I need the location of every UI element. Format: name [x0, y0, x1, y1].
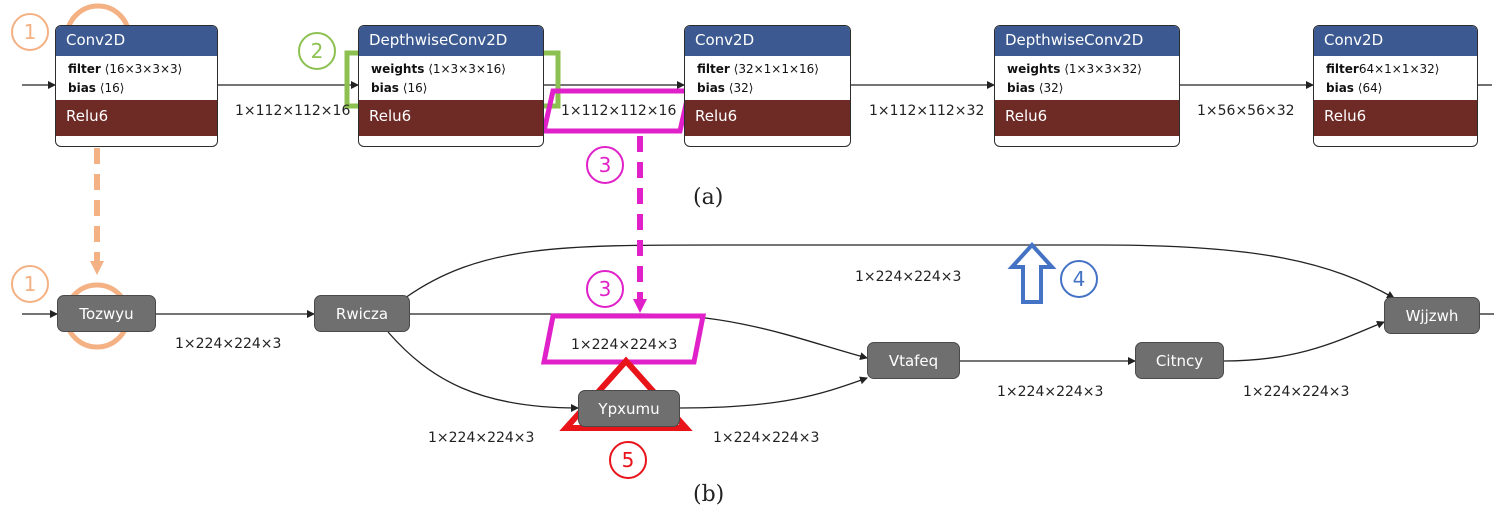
edge-label-ypxumu-vtafeq: 1×224×224×3 [713, 430, 820, 446]
edge-ypxumu-vtafeq [679, 376, 868, 409]
edge-label-rwicza-ypxumu: 1×224×224×3 [428, 430, 535, 446]
param-value: 64×1×1×32⟩ [1358, 62, 1440, 76]
marker3-badge-bottom: 3 [586, 270, 624, 308]
node-activation: Relu6 [359, 100, 543, 136]
param-key: filter [1326, 62, 1359, 76]
top-node-conv2d-1[interactable]: Conv2D filter ⟨16×3×3×3⟩ bias ⟨16⟩ Relu6 [55, 25, 218, 147]
node-title: Conv2D [685, 26, 850, 56]
param-key: filter [697, 62, 730, 76]
edge-rwicza-wjjzwh [404, 244, 1395, 299]
marker3-box-top [540, 88, 693, 134]
node-rwicza[interactable]: Rwicza [314, 295, 410, 332]
node-activation: Relu6 [995, 100, 1179, 136]
edge-label-citncy-wjjzwh: 1×224×224×3 [1243, 384, 1350, 400]
param-value: ⟨16⟩ [99, 81, 125, 95]
param-value: ⟨32⟩ [1038, 81, 1064, 95]
node-params: filter ⟨32×1×1×16⟩ bias ⟨32⟩ [685, 56, 850, 100]
marker1-badge-top: 1 [11, 13, 49, 51]
node-activation: Relu6 [56, 100, 217, 136]
caption-a: (a) [693, 185, 724, 210]
param-key: bias [1007, 81, 1035, 95]
node-vtafeq[interactable]: Vtafeq [867, 342, 960, 379]
node-activation: Relu6 [685, 100, 850, 136]
node-title: DepthwiseConv2D [995, 26, 1179, 56]
top-node-depthwiseconv2d-1[interactable]: DepthwiseConv2D weights ⟨1×3×3×16⟩ bias … [358, 25, 544, 147]
top-edge-label-2: 1×112×112×16 [561, 103, 677, 119]
param-key: filter [68, 62, 101, 76]
edge-label-vtafeq-citncy: 1×224×224×3 [997, 384, 1104, 400]
node-ypxumu[interactable]: Ypxumu [578, 390, 680, 427]
param-key: bias [371, 81, 399, 95]
param-value: ⟨16×3×3×3⟩ [104, 62, 183, 76]
top-edge-label-3: 1×112×112×32 [869, 103, 985, 119]
marker4-badge: 4 [1060, 260, 1098, 298]
node-tozwyu[interactable]: Tozwyu [57, 295, 156, 332]
param-value: ⟨16⟩ [402, 81, 428, 95]
edge-label-tozwyu-rwicza: 1×224×224×3 [175, 336, 282, 352]
marker1-badge-bottom: 1 [11, 265, 49, 303]
top-node-conv2d-3[interactable]: Conv2D filter64×1×1×32⟩ bias ⟨64⟩ Relu6 [1313, 25, 1478, 147]
node-params: weights ⟨1×3×3×32⟩ bias ⟨32⟩ [995, 56, 1179, 100]
caption-b: (b) [693, 482, 725, 507]
node-wjjzwh[interactable]: Wjjzwh [1384, 297, 1480, 334]
top-node-conv2d-2[interactable]: Conv2D filter ⟨32×1×1×16⟩ bias ⟨32⟩ Relu… [684, 25, 851, 147]
node-title: Conv2D [1314, 26, 1477, 56]
param-key: bias [68, 81, 96, 95]
param-key: bias [697, 81, 725, 95]
param-key: weights [1007, 62, 1061, 76]
param-key: weights [371, 62, 425, 76]
marker3-badge-top: 3 [586, 146, 624, 184]
node-params: filter64×1×1×32⟩ bias ⟨64⟩ [1314, 56, 1477, 100]
top-edge-label-4: 1×56×56×32 [1197, 103, 1295, 119]
node-params: weights ⟨1×3×3×16⟩ bias ⟨16⟩ [359, 56, 543, 100]
param-value: ⟨32×1×1×16⟩ [733, 62, 819, 76]
node-citncy[interactable]: Citncy [1135, 342, 1224, 379]
param-key: bias [1326, 81, 1354, 95]
edge-citncy-wjjzwh [1223, 320, 1385, 362]
edge-label-rwicza-wjjzwh: 1×224×224×3 [855, 269, 962, 285]
node-params: filter ⟨16×3×3×3⟩ bias ⟨16⟩ [56, 56, 217, 100]
marker4-up-arrow [1007, 242, 1057, 304]
top-edge-label-1: 1×112×112×16 [235, 103, 351, 119]
node-activation: Relu6 [1314, 100, 1477, 136]
param-value: ⟨1×3×3×16⟩ [428, 62, 506, 76]
param-value: ⟨32⟩ [728, 81, 754, 95]
param-value: ⟨64⟩ [1357, 81, 1383, 95]
top-node-depthwiseconv2d-2[interactable]: DepthwiseConv2D weights ⟨1×3×3×32⟩ bias … [994, 25, 1180, 147]
edge-rwicza-ypxumu [387, 331, 579, 412]
marker3-box-bottom [540, 313, 707, 365]
marker5-badge: 5 [609, 441, 647, 479]
edge-label-rwicza-vtafeq: 1×224×224×3 [571, 337, 678, 353]
param-value: ⟨1×3×3×32⟩ [1064, 62, 1142, 76]
node-title: DepthwiseConv2D [359, 26, 543, 56]
node-title: Conv2D [56, 26, 217, 56]
marker2-badge: 2 [298, 32, 336, 70]
